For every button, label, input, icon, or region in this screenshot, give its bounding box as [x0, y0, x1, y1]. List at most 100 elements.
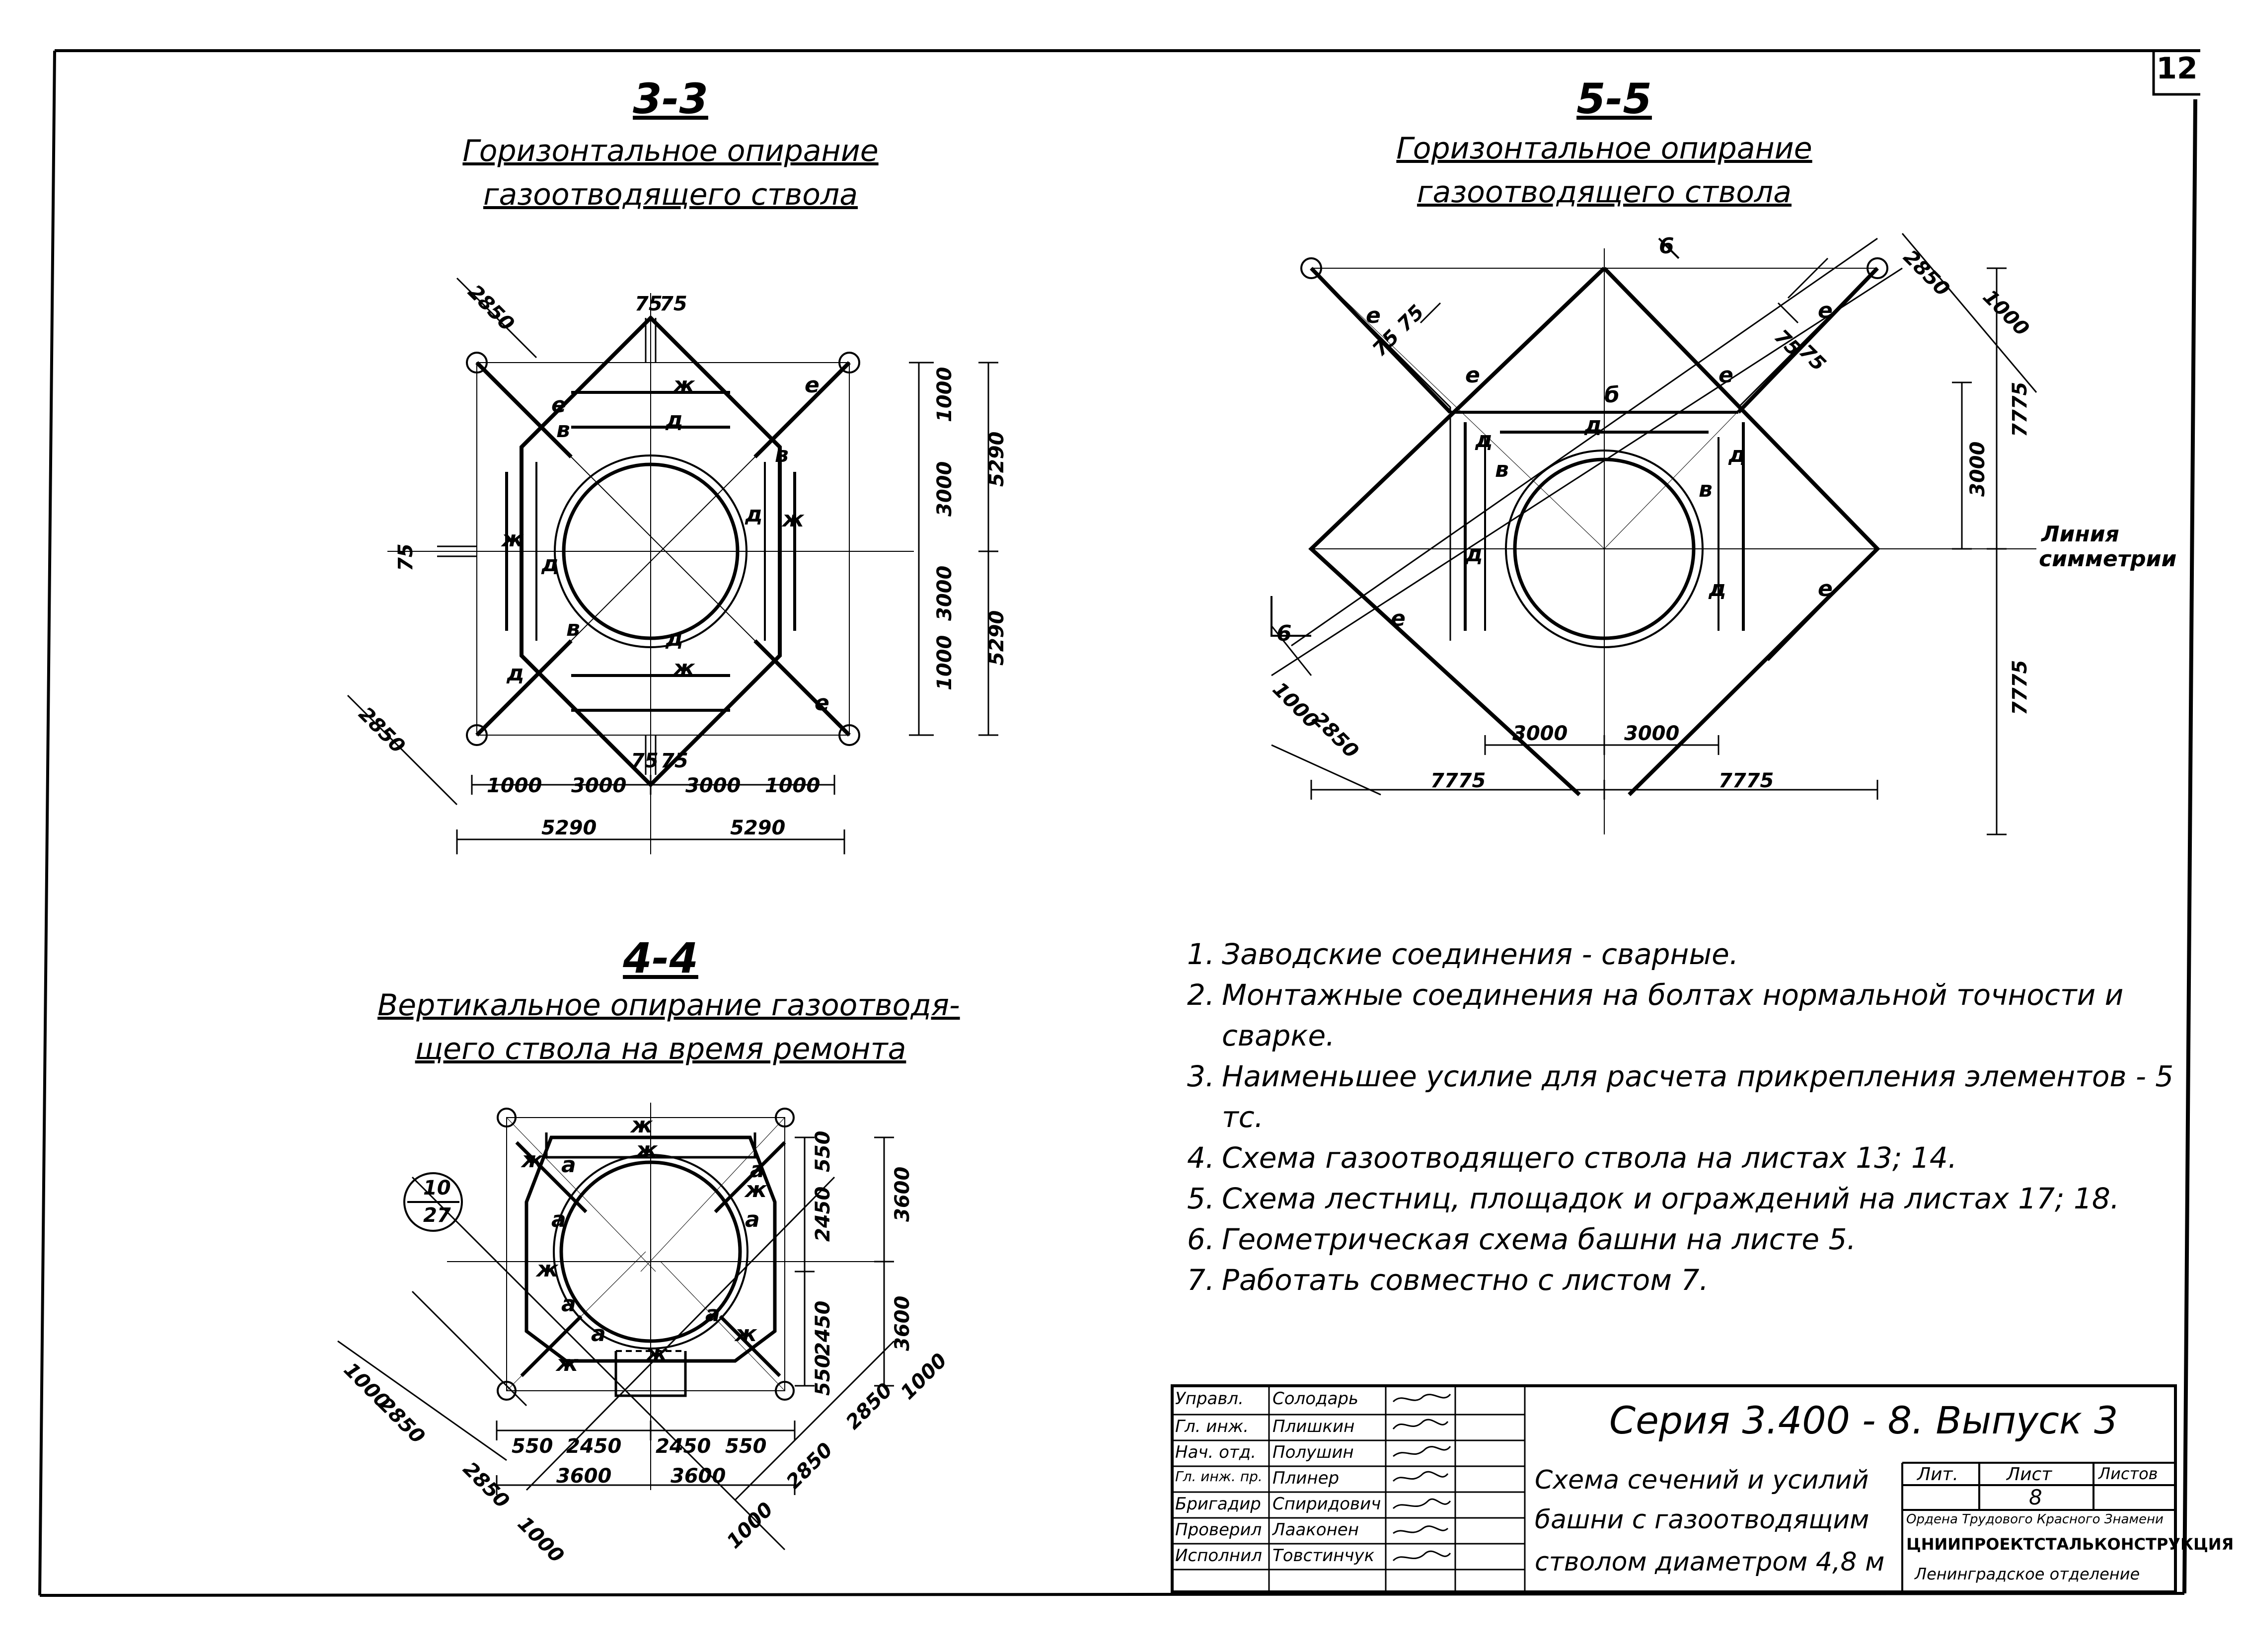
svg-text:1000: 1000 [487, 774, 542, 797]
svg-text:1000: 1000 [513, 1512, 568, 1568]
svg-text:Линия: Линия [2040, 522, 2119, 547]
org-line1: Ордена Трудового Красного Знамени [1906, 1512, 2164, 1527]
series-title: Серия 3.400 - 8. Выпуск 3 [1609, 1398, 2118, 1442]
sheet-frame [38, 49, 2200, 1597]
svg-text:2850: 2850 [354, 703, 409, 758]
svg-text:д: д [1708, 576, 1726, 601]
stamp-name: Плинер [1272, 1468, 1340, 1488]
svg-text:5290: 5290 [730, 817, 785, 839]
svg-text:3000: 3000 [1966, 442, 1989, 497]
svg-text:1000: 1000 [339, 1358, 394, 1414]
section-5-5-subtitle: Горизонтальное опирание газоотводящего с… [1396, 131, 1812, 210]
drawing-title-line1: Схема сечений и усилий [1535, 1465, 1869, 1495]
sheets-label: Листов [2098, 1464, 2158, 1483]
sheet-value: 8 [2029, 1485, 2042, 1509]
svg-text:д: д [1475, 427, 1493, 452]
stamp-role: Нач. отд. [1175, 1442, 1257, 1462]
section-5-5-labels: е е е е е е б д д д д д в в 6 6 Линия си… [1268, 233, 2176, 792]
stamp-name: Солодарь [1272, 1389, 1359, 1409]
section-3-3-labels: ж ж ж ж д д д д в в в д е е е 75 75 75 7… [354, 281, 1008, 839]
signatures-icon [1392, 1393, 1451, 1562]
stamp-role: Исполнил [1175, 1546, 1262, 1566]
svg-text:е: е [805, 373, 820, 398]
svg-text:а: а [705, 1301, 720, 1327]
svg-text:3000: 3000 [933, 566, 956, 621]
title-block-frame [1171, 1384, 2177, 1593]
svg-text:д: д [1728, 442, 1746, 467]
svg-text:д: д [506, 661, 524, 686]
svg-text:2450: 2450 [812, 1187, 834, 1242]
svg-text:7775: 7775 [2009, 382, 2031, 437]
svg-text:1000: 1000 [933, 367, 956, 422]
stamp-role: Проверил [1175, 1520, 1262, 1540]
stamp-role: Гл. инж. [1175, 1417, 1249, 1436]
svg-text:5290: 5290 [985, 432, 1008, 487]
svg-text:а: а [591, 1321, 606, 1347]
stamp-role: Управл. [1175, 1389, 1244, 1409]
svg-text:а: а [551, 1207, 566, 1232]
svg-text:10: 10 [423, 1177, 451, 1200]
svg-text:550: 550 [812, 1354, 834, 1396]
svg-text:75: 75 [394, 543, 417, 571]
svg-text:7775: 7775 [2009, 660, 2031, 715]
svg-text:в: в [556, 417, 570, 443]
drawing-title-line2: башни с газоотводящим [1535, 1505, 1869, 1535]
svg-text:6: 6 [1659, 233, 1674, 259]
svg-text:3000: 3000 [571, 774, 626, 797]
sheet-number: 12 [2156, 51, 2198, 86]
svg-text:1000: 1000 [897, 1349, 952, 1404]
svg-text:2450: 2450 [656, 1435, 711, 1458]
svg-text:в: в [1699, 477, 1713, 502]
svg-text:2850: 2850 [842, 1379, 897, 1434]
svg-text:д: д [1465, 541, 1483, 567]
svg-text:3000: 3000 [685, 774, 741, 797]
svg-text:ж: ж [555, 1351, 579, 1376]
svg-text:е: е [551, 392, 566, 418]
note-item: 4.Схема газоотводящего ствола на листах … [1187, 1141, 1957, 1175]
svg-text:2850: 2850 [1899, 246, 1954, 301]
stamp-role: Гл. инж. пр. [1175, 1468, 1263, 1485]
svg-text:3600: 3600 [891, 1296, 914, 1351]
svg-text:550: 550 [512, 1435, 553, 1458]
svg-text:ж: ж [781, 507, 805, 532]
svg-text:д: д [541, 551, 559, 577]
section-3-3-drawing [347, 277, 998, 854]
svg-text:3000: 3000 [1512, 722, 1568, 745]
svg-text:д: д [1584, 412, 1602, 438]
svg-text:550: 550 [812, 1131, 834, 1173]
svg-text:ж: ж [645, 1341, 668, 1366]
svg-text:75: 75 [631, 750, 659, 772]
svg-text:5290: 5290 [985, 610, 1008, 666]
svg-text:ж: ж [734, 1321, 757, 1347]
lit-label: Лит. [1917, 1464, 1958, 1485]
stamp-name: Спиридович [1272, 1494, 1381, 1514]
section-4-4-drawing [337, 1103, 895, 1551]
section-3-3-id: 3-3 [633, 75, 708, 123]
svg-text:2850: 2850 [782, 1438, 837, 1494]
svg-text:2850: 2850 [463, 281, 519, 336]
svg-text:д: д [665, 626, 683, 651]
svg-text:е: е [1465, 363, 1480, 388]
svg-text:б: б [1604, 382, 1620, 408]
svg-text:75: 75 [635, 293, 663, 315]
svg-text:7775: 7775 [1430, 769, 1486, 792]
svg-text:е: е [1366, 303, 1381, 328]
svg-text:1000: 1000 [723, 1498, 778, 1553]
note-item: 5.Схема лестниц, площадок и ограждений н… [1187, 1182, 2120, 1215]
svg-text:ж: ж [535, 1257, 559, 1282]
svg-text:2450: 2450 [566, 1435, 621, 1458]
svg-text:ж: ж [672, 373, 695, 398]
svg-text:27: 27 [423, 1204, 451, 1227]
svg-text:ж: ж [630, 1113, 653, 1138]
svg-text:550: 550 [725, 1435, 767, 1458]
svg-text:75: 75 [660, 293, 687, 315]
svg-text:в: в [566, 616, 580, 641]
svg-text:е: е [1391, 606, 1406, 631]
svg-text:3000: 3000 [933, 461, 956, 517]
org-line2: ЦНИИПРОЕКТСТАЛЬКОНСТРУКЦИЯ [1906, 1535, 2234, 1554]
stamp-name: Товстинчук [1272, 1546, 1375, 1566]
svg-text:1000: 1000 [765, 774, 820, 797]
stamp-name: Плишкин [1272, 1417, 1355, 1436]
